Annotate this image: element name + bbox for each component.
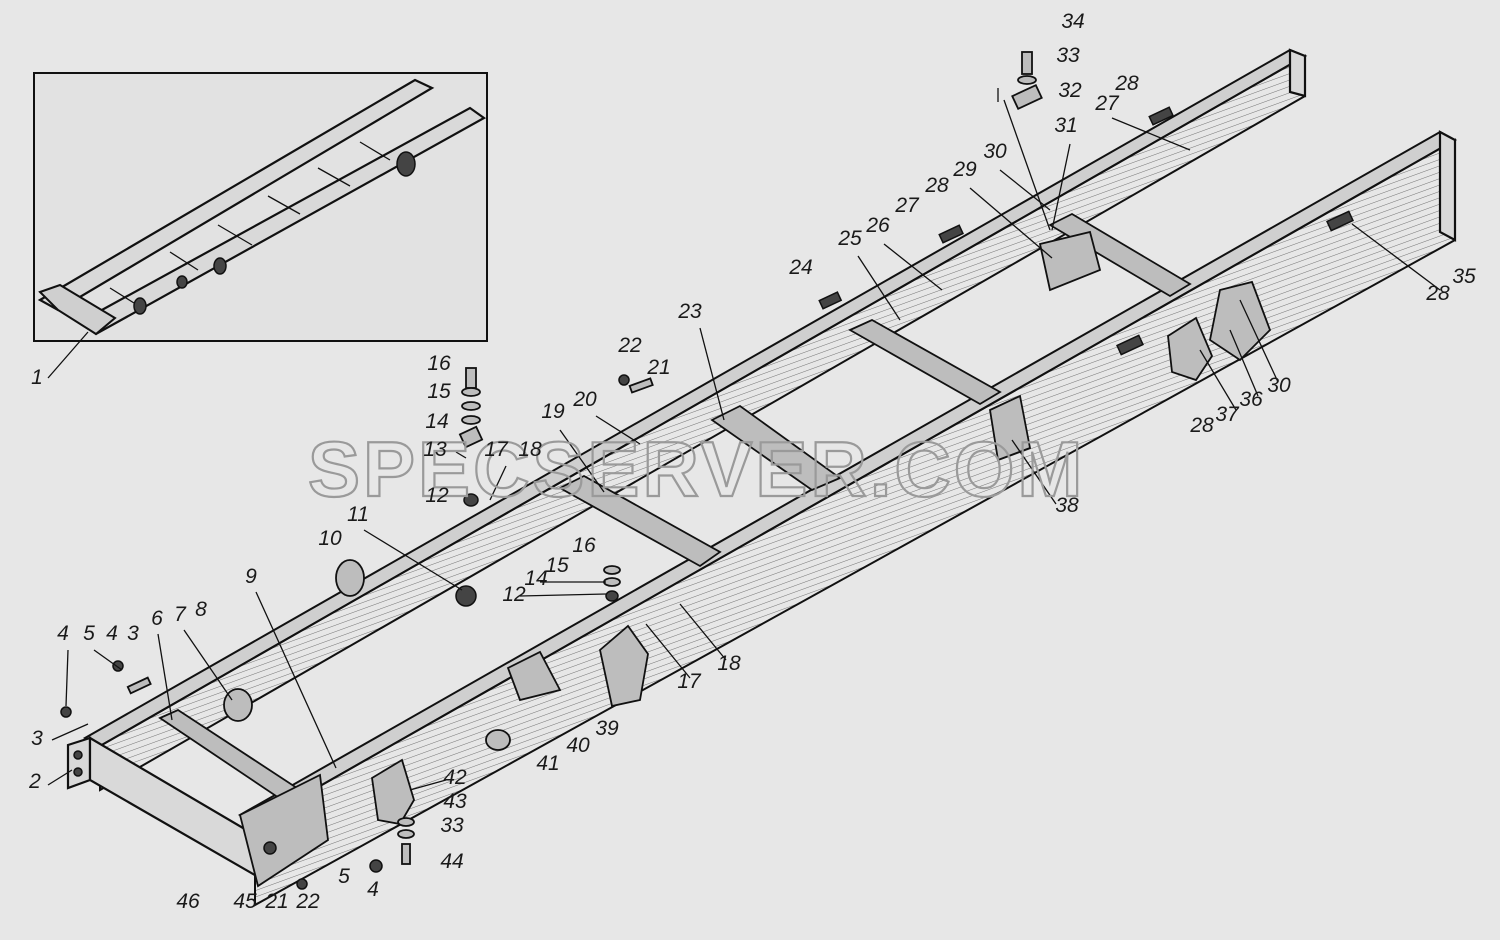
- callout-12: 12: [502, 583, 526, 606]
- inset-frame-drawing: [37, 78, 487, 336]
- callout-17: 17: [677, 670, 702, 693]
- callout-32: 32: [1058, 79, 1082, 102]
- callout-28: 28: [924, 174, 949, 197]
- callout-22: 22: [295, 890, 320, 913]
- callout-30: 30: [983, 140, 1007, 163]
- callout-40: 40: [566, 734, 590, 757]
- callout-46: 46: [176, 890, 200, 913]
- callout-42: 42: [443, 766, 467, 789]
- callout-21: 21: [264, 890, 288, 913]
- callout-3: 3: [127, 622, 139, 645]
- brackets: [223, 106, 1354, 825]
- callout-17: 17: [484, 438, 509, 461]
- callout-18: 18: [518, 438, 542, 461]
- watermark-text: SPECSERVER.COM: [308, 425, 1085, 513]
- callout-21: 21: [646, 356, 670, 379]
- callout-28: 28: [1425, 282, 1450, 305]
- callout-34: 34: [1061, 10, 1084, 33]
- callout-14: 14: [524, 567, 547, 590]
- callout-38: 38: [1055, 494, 1079, 517]
- callout-20: 20: [572, 388, 597, 411]
- callout-4: 4: [57, 622, 69, 645]
- callout-7: 7: [174, 603, 187, 626]
- callout-12: 12: [425, 484, 449, 507]
- callout-37: 37: [1215, 403, 1240, 426]
- callout-15: 15: [427, 380, 451, 403]
- callout-31: 31: [1054, 114, 1077, 137]
- callout-33: 33: [1056, 44, 1080, 67]
- callout-25: 25: [837, 227, 862, 250]
- callout-33: 33: [440, 814, 464, 837]
- callout-9: 9: [245, 565, 257, 588]
- callout-23: 23: [677, 300, 702, 323]
- callout-5: 5: [338, 865, 350, 888]
- callout-10: 10: [318, 527, 342, 550]
- leader-lines: [47, 88, 1441, 791]
- callout-1: 1: [31, 366, 43, 389]
- callout-35: 35: [1452, 265, 1476, 288]
- callout-4: 4: [106, 622, 118, 645]
- callout-18: 18: [717, 652, 741, 675]
- callout-16: 16: [572, 534, 596, 557]
- callout-16: 16: [427, 352, 451, 375]
- fastener-stacks: [60, 51, 1043, 890]
- callout-41: 41: [536, 752, 559, 775]
- callout-5: 5: [83, 622, 95, 645]
- callout-3: 3: [31, 727, 43, 750]
- inset-overview: [33, 72, 488, 342]
- callout-28: 28: [1114, 72, 1139, 95]
- callout-11: 11: [347, 503, 369, 526]
- left-side-rail: [82, 48, 1308, 792]
- callout-19: 19: [541, 400, 565, 423]
- callout-2: 2: [28, 770, 41, 793]
- callout-14: 14: [425, 410, 448, 433]
- callout-44: 44: [440, 850, 463, 873]
- callout-36: 36: [1239, 388, 1263, 411]
- callout-27: 27: [894, 194, 920, 217]
- callout-22: 22: [617, 334, 642, 357]
- callout-29: 29: [952, 158, 977, 181]
- callout-15: 15: [545, 554, 569, 577]
- callout-39: 39: [595, 717, 619, 740]
- callout-28: 28: [1189, 414, 1214, 437]
- callout-4: 4: [367, 878, 379, 901]
- front-bumper: [66, 736, 329, 888]
- callout-30: 30: [1267, 374, 1291, 397]
- callout-13: 13: [423, 438, 447, 461]
- callout-26: 26: [865, 214, 890, 237]
- callout-24: 24: [788, 256, 812, 279]
- callout-43: 43: [443, 790, 467, 813]
- callout-27: 27: [1094, 92, 1120, 115]
- callout-8: 8: [195, 598, 207, 621]
- callout-6: 6: [151, 607, 163, 630]
- callout-45: 45: [233, 890, 257, 913]
